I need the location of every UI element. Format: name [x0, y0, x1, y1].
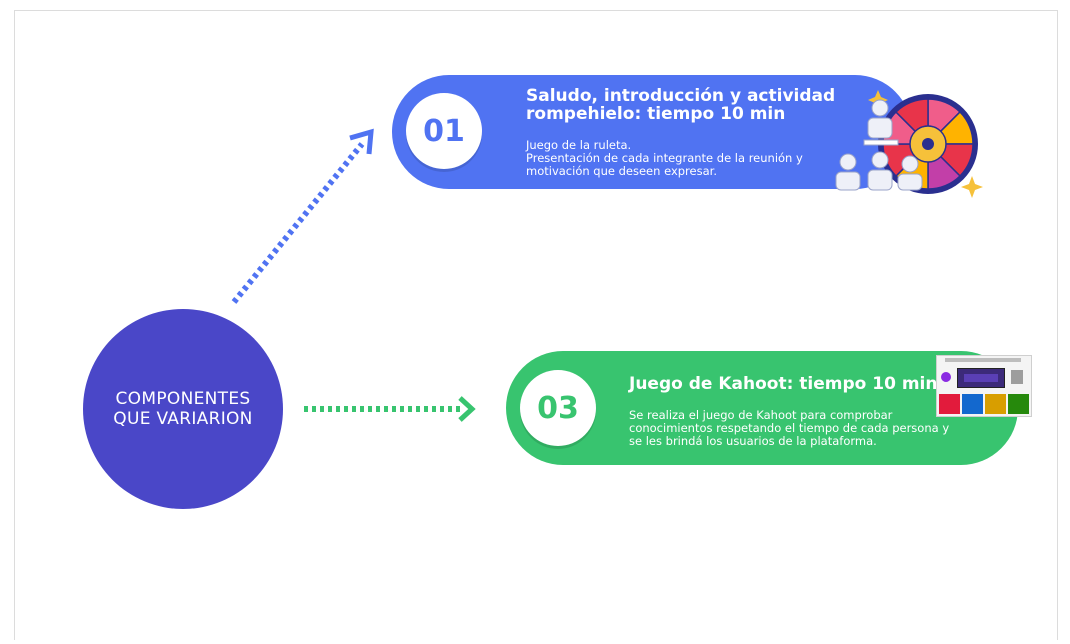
item-01-card: 01 Saludo, introducción y actividad romp… — [392, 75, 912, 189]
item-01-title: Saludo, introducción y actividad rompehi… — [526, 86, 836, 124]
kahoot-answer-red — [939, 394, 960, 414]
item-03-card: 03 Juego de Kahoot: tiempo 10 min Se rea… — [506, 351, 1018, 465]
item-03-number-badge: 03 — [520, 370, 596, 446]
item-03-line-1: Se realiza el juego de Kahoot para compr… — [629, 408, 893, 422]
item-03-line-2: conocimientos respetando el tiempo de ca… — [629, 421, 950, 435]
item-01-line-1: Juego de la ruleta. — [526, 138, 632, 152]
central-topic-line-2: QUE VARIARION — [113, 409, 253, 429]
kahoot-avatar — [941, 372, 951, 382]
item-01-description: Juego de la ruleta. Presentación de cada… — [526, 139, 846, 178]
item-01-line-2: Presentación de cada integrante de la re… — [526, 151, 803, 165]
arrow-to-item-03 — [304, 396, 476, 422]
item-01-line-3: motivación que deseen expresar. — [526, 164, 717, 178]
item-03-description: Se realiza el juego de Kahoot para compr… — [629, 409, 989, 448]
item-01-number-badge: 01 — [406, 93, 482, 169]
kahoot-header-bar — [945, 358, 1021, 362]
kahoot-answer-blue — [962, 394, 983, 414]
kahoot-screenshot-thumbnail — [936, 355, 1032, 417]
kahoot-answer-green — [1008, 394, 1029, 414]
kahoot-question-screen — [957, 368, 1005, 388]
item-03-line-3: se les brindá los usuarios de la platafo… — [629, 434, 877, 448]
roulette-wheel-icon — [835, 90, 983, 198]
central-topic-line-1: COMPONENTES — [115, 389, 251, 409]
arrow-to-item-01 — [231, 128, 374, 304]
item-03-title: Juego de Kahoot: tiempo 10 min — [629, 374, 938, 394]
central-topic-circle: COMPONENTES QUE VARIARION — [83, 309, 283, 509]
kahoot-answer-yellow — [985, 394, 1006, 414]
slide-frame — [14, 10, 1058, 640]
kahoot-answer-count — [1011, 370, 1023, 384]
